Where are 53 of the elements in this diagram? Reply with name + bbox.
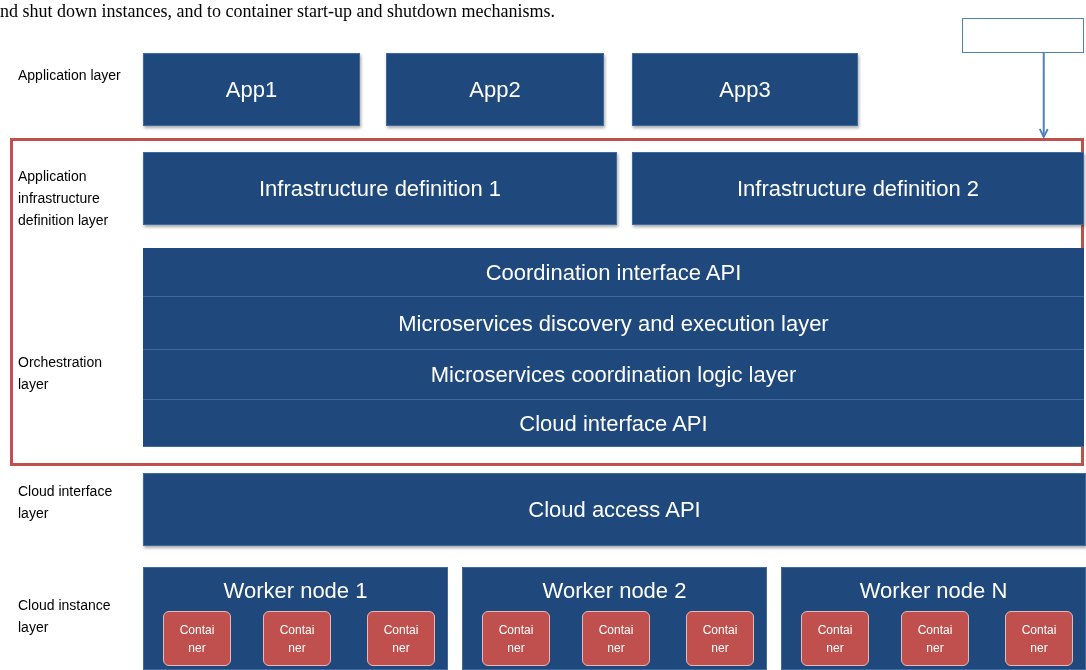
node-text: Contai ner [816, 621, 854, 657]
layer-row [143, 297, 1084, 350]
node-text: Infrastructure definition 2 [736, 175, 980, 203]
node-text: App1 [225, 76, 278, 104]
node-text: Contai ner [597, 621, 635, 657]
container-box [367, 611, 435, 666]
node-text: Contai ner [701, 621, 739, 657]
container-box [901, 611, 969, 666]
node-text: Infrastructure definition 1 [258, 175, 502, 203]
layer-row [143, 400, 1084, 447]
container-box [1005, 611, 1073, 666]
container-box [686, 611, 754, 666]
node-text: Contai ner [278, 621, 316, 657]
body-text: nd shut down instances, and to container start-up and shutdown mechanisms. [0, 0, 555, 22]
layer-block [143, 152, 617, 225]
layer-block [632, 53, 858, 126]
container-box [582, 611, 650, 666]
node-text: App2 [469, 76, 521, 104]
node-text: App3 [719, 76, 771, 104]
layer-block [143, 53, 360, 126]
node-text: Cloud interface API [519, 409, 708, 438]
node-text: Contai ner [497, 621, 535, 657]
container-box [263, 611, 331, 666]
node-text: Coordination interface API [485, 258, 742, 287]
label-box [962, 18, 1084, 53]
boundary-frame [10, 138, 1084, 466]
layer-label: Cloud interface layer [18, 482, 114, 523]
node-text: Microservices discovery and execution layer [398, 309, 829, 338]
node-text: Cloud access API [528, 496, 701, 524]
container-box [482, 611, 550, 666]
node-text: Worker node 1 [223, 577, 368, 605]
node-text: Microservices coordination logic layer [430, 361, 797, 389]
node-text: Contai ner [178, 621, 216, 657]
node-text: Contai ner [1020, 621, 1058, 657]
container-box [801, 611, 869, 666]
worker-node-box [143, 567, 448, 670]
node-text: Contai ner [916, 621, 954, 657]
layer-block [143, 473, 1086, 546]
layer-block [632, 152, 1084, 225]
layer-row [143, 248, 1084, 297]
layer-block [386, 53, 604, 126]
node-text: Worker node 2 [542, 577, 687, 605]
worker-node-box [781, 567, 1086, 670]
node-text: Worker node N [859, 577, 1008, 605]
layer-label: Application layer [18, 66, 122, 85]
worker-node-box [462, 567, 767, 670]
node-text: Contai ner [382, 621, 420, 657]
layer-label: Cloud instance layer [18, 596, 112, 637]
layer-row [143, 350, 1084, 400]
container-box [163, 611, 231, 666]
layer-label: Application infrastructure definition layer [18, 167, 110, 230]
layer-label: Orchestration layer [18, 353, 104, 394]
arrow [1038, 52, 1049, 138]
